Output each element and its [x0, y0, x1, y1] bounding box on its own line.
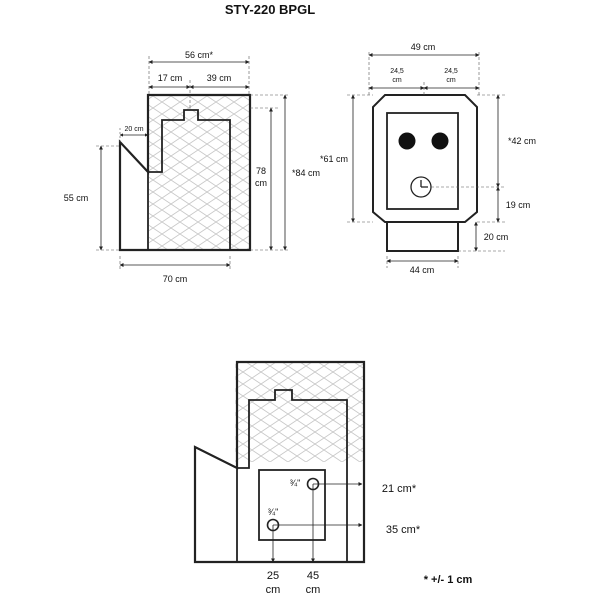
pipe-top-size: ¾" — [290, 478, 301, 488]
dim-25-line1: 25 — [267, 570, 279, 582]
side-view: 56 cm* 17 cm 39 cm 20 cm 55 cm 78 cm *84… — [64, 50, 320, 284]
dim-20cm-step: 20 cm — [124, 126, 143, 133]
dim-84cm: *84 cm — [292, 168, 320, 178]
control-knob-right — [431, 132, 449, 150]
dim-49cm: 49 cm — [411, 42, 436, 52]
rear-view: ¾" ¾" 21 cm* 35 cm* 25 cm 45 cm — [193, 360, 421, 596]
dim-19cm: 19 cm — [506, 200, 531, 210]
dim-56cm: 56 cm* — [185, 50, 214, 60]
dim-25-line2: cm — [266, 584, 281, 596]
dim-21cm: 21 cm* — [382, 483, 417, 495]
front-panel — [386, 112, 459, 210]
dim-20cm-base: 20 cm — [484, 232, 509, 242]
pipe-bottom-size: ¾" — [268, 507, 279, 517]
dim-42cm: *42 cm — [508, 136, 536, 146]
dim-17cm: 17 cm — [158, 73, 183, 83]
dim-24-5-right-l1: 24,5 — [444, 68, 458, 75]
firebox-outline — [148, 109, 231, 250]
heater-body-outline — [372, 94, 478, 223]
dim-45-line2: cm — [306, 584, 321, 596]
front-view: 49 cm 24,5 cm 24,5 cm *61 cm *42 cm 19 c… — [320, 42, 536, 275]
rear-stone-fill — [235, 362, 363, 462]
dim-39cm: 39 cm — [207, 73, 232, 83]
dim-78-line2: cm — [255, 178, 267, 188]
tolerance-note: * +/- 1 cm — [424, 574, 473, 586]
dim-24-5-left-l2: cm — [392, 77, 402, 84]
dim-61cm: *61 cm — [320, 154, 348, 164]
dim-45-line1: 45 — [307, 570, 319, 582]
dim-24-5-right-l2: cm — [446, 77, 456, 84]
dim-70cm: 70 cm — [163, 274, 188, 284]
dim-78-line1: 78 — [256, 166, 266, 176]
heater-base — [386, 221, 459, 252]
stone-fill — [149, 95, 249, 250]
rear-heater-outline — [193, 360, 366, 564]
dim-35cm: 35 cm* — [386, 524, 421, 536]
diagram-title: STY-220 BPGL — [224, 2, 316, 17]
dim-24-5-left-l1: 24,5 — [390, 68, 404, 75]
dim-44cm: 44 cm — [410, 265, 435, 275]
rear-firebox-outline — [237, 389, 348, 562]
control-knob-left — [398, 132, 416, 150]
dim-55cm: 55 cm — [64, 193, 89, 203]
